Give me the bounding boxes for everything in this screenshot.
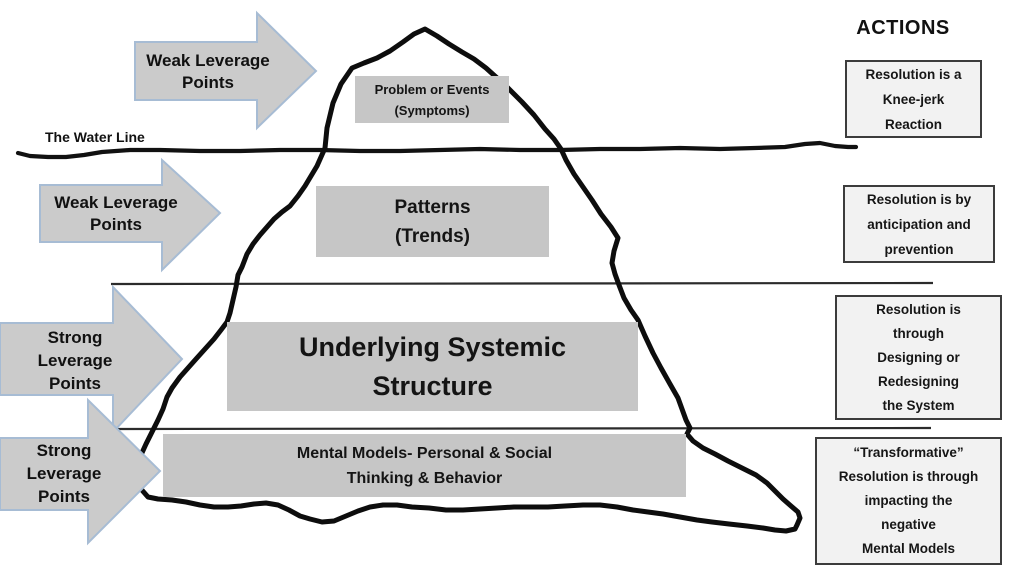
label-line: Leverage (37, 351, 113, 370)
level-line: Underlying Systemic (298, 331, 567, 362)
level-line: Problem or Events (374, 81, 490, 97)
action-box-redesign: Resolution is through Designing or Redes… (835, 295, 1002, 420)
actions-header: ACTIONS (856, 17, 950, 39)
action-line: anticipation and (867, 216, 971, 232)
action-line: prevention (884, 241, 954, 257)
separator-line-structure (110, 426, 932, 431)
action-line: Resolution is through (838, 469, 979, 484)
action-line: Reaction (884, 116, 942, 132)
action-line: “Transformative” (853, 445, 964, 460)
label-line: Strong (36, 441, 92, 460)
action-line: Redesigning (877, 373, 959, 389)
label-line: Points (182, 73, 234, 92)
level-line: (Trends) (395, 225, 470, 247)
label-line: Points (90, 215, 142, 234)
level-line: (Symptoms) (394, 102, 470, 118)
label-line: Leverage (26, 464, 102, 483)
level-box-problem-events: Problem or Events (Symptoms) (355, 76, 509, 123)
strong-leverage-arrow-1-label: Strong Leverage Points (0, 326, 150, 395)
level-box-systemic-structure: Underlying Systemic Structure (227, 322, 638, 411)
label-line: Weak Leverage (146, 51, 270, 70)
label-line: Points (49, 374, 101, 393)
level-line: Mental Models- Personal & Social (296, 444, 553, 462)
label-line: Points (38, 487, 90, 506)
level-line: Patterns (394, 196, 471, 218)
right-arrow-icon-weak-2 (39, 157, 222, 273)
iceberg-outline (135, 26, 803, 534)
action-line: through (893, 325, 944, 341)
right-arrow-icon-weak-1 (134, 10, 318, 131)
action-line: the System (882, 397, 955, 413)
action-box-anticipation: Resolution is by anticipation and preven… (843, 185, 995, 263)
action-line: Resolution is (876, 301, 961, 317)
right-arrow-icon-strong-2 (0, 397, 162, 546)
action-line: Mental Models (861, 541, 955, 556)
action-box-knee-jerk: Resolution is a Knee-jerk Reaction (845, 60, 982, 138)
label-line: Strong (47, 328, 103, 347)
level-box-patterns: Patterns (Trends) (316, 186, 549, 257)
action-line: Knee-jerk (882, 91, 945, 107)
right-arrow-icon-strong-1 (0, 284, 184, 435)
label-line: Weak Leverage (54, 193, 178, 212)
action-line: impacting the (864, 493, 953, 508)
weak-leverage-arrow-2-label: Weak Leverage Points (40, 192, 192, 236)
action-box-transformative: “Transformative” Resolution is through i… (815, 437, 1002, 565)
level-line: Structure (372, 370, 493, 401)
action-line: Resolution is by (866, 191, 972, 207)
water-line-label: The Water Line (45, 129, 145, 145)
weak-leverage-arrow-1-label: Weak Leverage Points (135, 50, 281, 94)
action-line: negative (881, 517, 936, 532)
strong-leverage-arrow-2-label: Strong Leverage Points (0, 439, 128, 508)
action-line: Designing or (877, 349, 960, 365)
action-line: Resolution is a (865, 66, 962, 82)
separator-line-patterns (110, 281, 934, 286)
level-line: Thinking & Behavior (346, 469, 503, 487)
level-box-mental-models: Mental Models- Personal & Social Thinkin… (163, 434, 686, 497)
water-line (15, 140, 859, 160)
